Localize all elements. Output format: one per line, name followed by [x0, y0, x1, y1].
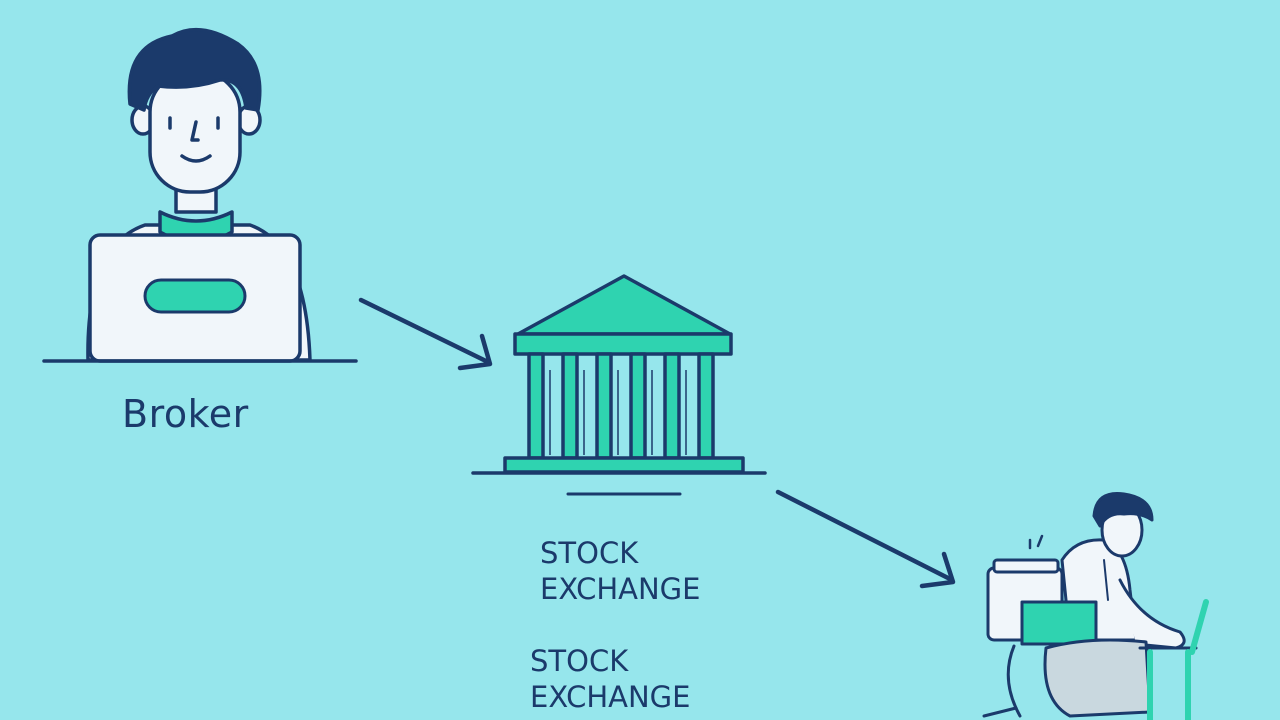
- stock-exchange-label-line1: STOCK: [540, 536, 639, 570]
- laptop-icon: [42, 233, 358, 363]
- stock-exchange-label-secondary: STOCK EXCHANGE: [530, 643, 690, 715]
- bank-building-icon: [471, 274, 767, 496]
- arrow-icon: [358, 297, 493, 371]
- stock-exchange-label-secondary-line1: STOCK: [530, 644, 629, 678]
- investor-at-desk-icon: [982, 491, 1209, 720]
- stock-exchange-label: STOCK EXCHANGE: [540, 535, 700, 607]
- stock-exchange-label-line2: EXCHANGE: [540, 572, 701, 606]
- arrow-icon: [775, 489, 956, 589]
- stock-exchange-label-secondary-line2: EXCHANGE: [530, 680, 691, 714]
- broker-label: Broker: [122, 392, 249, 436]
